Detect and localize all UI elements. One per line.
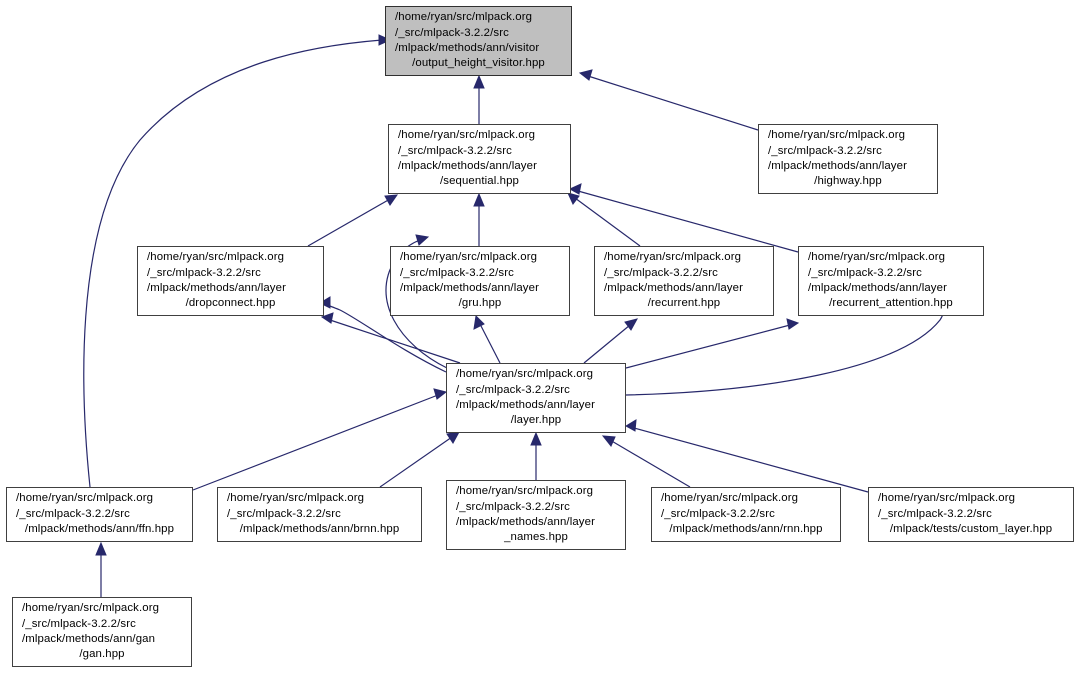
node-label-line: /_src/mlpack-3.2.2/src bbox=[456, 500, 570, 513]
graph-node-custom_layer[interactable]: /home/ryan/src/mlpack.org /_src/mlpack-3.… bbox=[868, 487, 1074, 542]
node-label-line: /mlpack/methods/ann/ffn.hpp bbox=[24, 523, 175, 536]
node-label-line: /home/ryan/src/mlpack.org bbox=[604, 251, 742, 264]
graph-edge-layer-to-gru bbox=[473, 314, 501, 364]
graph-edge-custom_layer-to-layer bbox=[625, 419, 869, 493]
node-label-line: /mlpack/methods/ann/layer bbox=[400, 282, 539, 294]
node-label-line: /home/ryan/src/mlpack.org bbox=[22, 602, 160, 615]
node-label-line: /recurrent.hpp bbox=[647, 297, 721, 310]
node-label-line: /mlpack/methods/ann/layer bbox=[456, 516, 595, 528]
node-label-line: /mlpack/methods/ann/gan bbox=[22, 633, 156, 645]
node-label-line: /mlpack/methods/ann/visitor bbox=[395, 42, 540, 54]
node-label-line: /home/ryan/src/mlpack.org bbox=[661, 492, 799, 505]
node-label-line: /_src/mlpack-3.2.2/src bbox=[768, 144, 882, 157]
graph-node-rnn[interactable]: /home/ryan/src/mlpack.org /_src/mlpack-3.… bbox=[651, 487, 841, 542]
graph-edge-highway-to-output_height_visitor bbox=[578, 69, 759, 131]
node-label-line: /layer.hpp bbox=[510, 414, 562, 427]
arrowhead bbox=[530, 431, 542, 446]
node-label-line: /home/ryan/src/mlpack.org bbox=[400, 251, 538, 264]
node-label-line: /gru.hpp bbox=[458, 297, 502, 310]
node-label-line: /mlpack/tests/custom_layer.hpp bbox=[889, 523, 1053, 536]
node-label-line: /_src/mlpack-3.2.2/src bbox=[227, 507, 341, 520]
node-label-line: /_src/mlpack-3.2.2/src bbox=[22, 617, 136, 630]
node-label-line: /home/ryan/src/mlpack.org bbox=[398, 129, 536, 142]
graph-edge-layer_names-to-layer bbox=[530, 431, 542, 480]
node-label-line: /_src/mlpack-3.2.2/src bbox=[604, 266, 718, 279]
node-label-line: /sequential.hpp bbox=[440, 175, 519, 188]
arrowhead bbox=[567, 192, 580, 205]
arrowhead bbox=[624, 318, 638, 331]
node-label-line: /home/ryan/src/mlpack.org bbox=[878, 492, 1016, 505]
node-label-line: /_src/mlpack-3.2.2/src bbox=[456, 383, 570, 396]
graph-node-gan[interactable]: /home/ryan/src/mlpack.org /_src/mlpack-3.… bbox=[12, 597, 192, 667]
graph-edge-layer-to-recurrent_attention bbox=[625, 318, 800, 369]
node-label-line: /_src/mlpack-3.2.2/src bbox=[400, 266, 514, 279]
node-label-line: /_src/mlpack-3.2.2/src bbox=[661, 507, 775, 520]
arrowhead bbox=[415, 234, 430, 246]
node-label-line: /_src/mlpack-3.2.2/src bbox=[395, 26, 509, 39]
node-label-line: /output_height_visitor.hpp bbox=[412, 57, 545, 70]
arrowhead bbox=[433, 388, 448, 400]
node-label-line: /mlpack/methods/ann/rnn.hpp bbox=[669, 523, 823, 536]
graph-edge-recurrent_attention-to-sequential bbox=[568, 183, 799, 253]
graph-node-layer_names[interactable]: /home/ryan/src/mlpack.org /_src/mlpack-3.… bbox=[446, 480, 626, 550]
node-label-line: /home/ryan/src/mlpack.org bbox=[808, 251, 946, 264]
node-label-line: _names.hpp bbox=[504, 531, 568, 544]
graph-edge-gru-to-sequential bbox=[473, 192, 485, 246]
node-label-line: /_src/mlpack-3.2.2/src bbox=[147, 266, 261, 279]
graph-node-ffn[interactable]: /home/ryan/src/mlpack.org /_src/mlpack-3.… bbox=[6, 487, 193, 542]
node-label-line: /home/ryan/src/mlpack.org bbox=[456, 368, 594, 381]
graph-node-gru[interactable]: /home/ryan/src/mlpack.org /_src/mlpack-3.… bbox=[390, 246, 570, 316]
arrowhead bbox=[473, 314, 485, 330]
arrowhead bbox=[625, 419, 637, 432]
graph-node-brnn[interactable]: /home/ryan/src/mlpack.org /_src/mlpack-3.… bbox=[217, 487, 422, 542]
arrowhead bbox=[578, 69, 593, 81]
arrowhead bbox=[601, 435, 616, 447]
node-label-line: /mlpack/methods/ann/layer bbox=[604, 282, 743, 294]
graph-edge-sequential-to-output_height_visitor bbox=[473, 74, 485, 124]
arrowhead bbox=[95, 541, 107, 556]
node-label-line: /highway.hpp bbox=[814, 175, 882, 188]
node-label-line: /recurrent_attention.hpp bbox=[829, 297, 953, 310]
graph-edge-ffn-to-layer bbox=[192, 388, 448, 491]
node-label-line: /dropconnect.hpp bbox=[185, 297, 276, 310]
graph-node-dropconnect[interactable]: /home/ryan/src/mlpack.org /_src/mlpack-3.… bbox=[137, 246, 324, 316]
node-label-line: /mlpack/methods/ann/layer bbox=[768, 160, 907, 172]
arrowhead bbox=[473, 74, 485, 89]
node-label-line: /home/ryan/src/mlpack.org bbox=[227, 492, 365, 505]
graph-node-sequential[interactable]: /home/ryan/src/mlpack.org /_src/mlpack-3.… bbox=[388, 124, 571, 194]
arrowhead bbox=[446, 431, 460, 444]
arrowhead bbox=[786, 318, 800, 330]
graph-node-highway[interactable]: /home/ryan/src/mlpack.org /_src/mlpack-3.… bbox=[758, 124, 938, 194]
graph-edge-brnn-to-layer bbox=[379, 431, 460, 488]
arrowhead bbox=[473, 192, 485, 207]
node-label-line: /mlpack/methods/ann/layer bbox=[808, 282, 947, 294]
graph-edge-recurrent-to-sequential bbox=[567, 192, 641, 247]
node-label-line: /home/ryan/src/mlpack.org bbox=[16, 492, 154, 505]
graph-node-recurrent[interactable]: /home/ryan/src/mlpack.org /_src/mlpack-3.… bbox=[594, 246, 774, 316]
graph-edge-layer-to-dropconnect bbox=[320, 312, 461, 364]
graph-node-layer[interactable]: /home/ryan/src/mlpack.org /_src/mlpack-3.… bbox=[446, 363, 626, 433]
graph-edge-layer-to-recurrent bbox=[583, 318, 638, 364]
node-label-line: /home/ryan/src/mlpack.org bbox=[395, 11, 533, 24]
node-label-line: /mlpack/methods/ann/layer bbox=[147, 282, 286, 294]
node-label-line: /mlpack/methods/ann/layer bbox=[398, 160, 537, 172]
arrowhead bbox=[568, 183, 582, 195]
node-label-line: /home/ryan/src/mlpack.org bbox=[768, 129, 906, 142]
graph-node-output_height_visitor[interactable]: /home/ryan/src/mlpack.org /_src/mlpack-3.… bbox=[385, 6, 572, 76]
node-label-line: /_src/mlpack-3.2.2/src bbox=[878, 507, 992, 520]
node-label-line: /home/ryan/src/mlpack.org bbox=[147, 251, 285, 264]
node-label-line: /gan.hpp bbox=[79, 648, 125, 661]
node-label-line: /home/ryan/src/mlpack.org bbox=[456, 485, 594, 498]
node-label-line: /_src/mlpack-3.2.2/src bbox=[808, 266, 922, 279]
arrowhead bbox=[384, 194, 399, 206]
node-label-line: /mlpack/methods/ann/layer bbox=[456, 399, 595, 411]
node-label-line: /mlpack/methods/ann/brnn.hpp bbox=[239, 523, 400, 536]
graph-edge-gan-to-ffn bbox=[95, 541, 107, 597]
node-label-line: /_src/mlpack-3.2.2/src bbox=[398, 144, 512, 157]
node-label-line: /_src/mlpack-3.2.2/src bbox=[16, 507, 130, 520]
graph-edge-dropconnect-to-sequential bbox=[307, 194, 399, 247]
graph-node-recurrent_attention[interactable]: /home/ryan/src/mlpack.org /_src/mlpack-3.… bbox=[798, 246, 984, 316]
